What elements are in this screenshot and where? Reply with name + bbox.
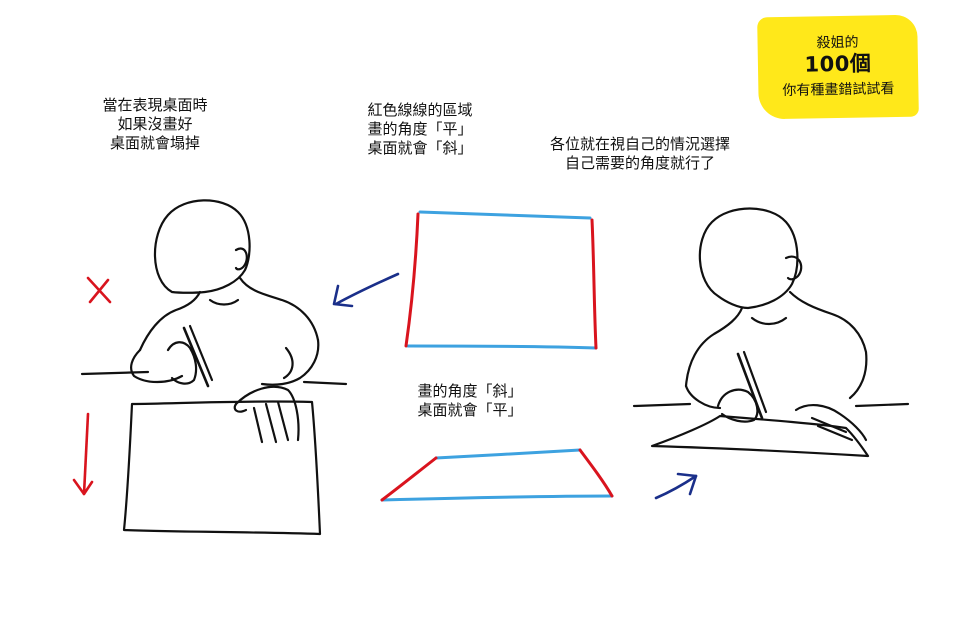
- right-caption: 各位就在視自己的情況選擇 自己需要的角度就行了: [549, 135, 730, 172]
- left-figure: [80, 199, 348, 536]
- right-head: [698, 207, 799, 310]
- upright-table-diagram: [404, 210, 598, 350]
- flat-table-diagram: [380, 448, 614, 502]
- middle-caption: 紅色線線的區域 畫的角度「平」 桌面就會「斜」: [367, 101, 473, 157]
- left-caption: 當在表現桌面時 如果沒畫好 桌面就會塌掉: [102, 96, 208, 152]
- bottom-caption: 畫的角度「斜」 桌面就會「平」: [417, 382, 523, 419]
- arrow-down-left-icon: [332, 272, 400, 308]
- left-paper: [122, 400, 322, 536]
- x-mark-icon: [86, 276, 112, 304]
- right-figure: [632, 207, 910, 458]
- left-ear: [234, 247, 248, 271]
- right-ear: [784, 255, 803, 281]
- arrow-down-icon: [72, 412, 94, 496]
- right-paper: [650, 414, 870, 458]
- left-head: [153, 199, 251, 294]
- arrow-up-right-icon: [654, 472, 698, 500]
